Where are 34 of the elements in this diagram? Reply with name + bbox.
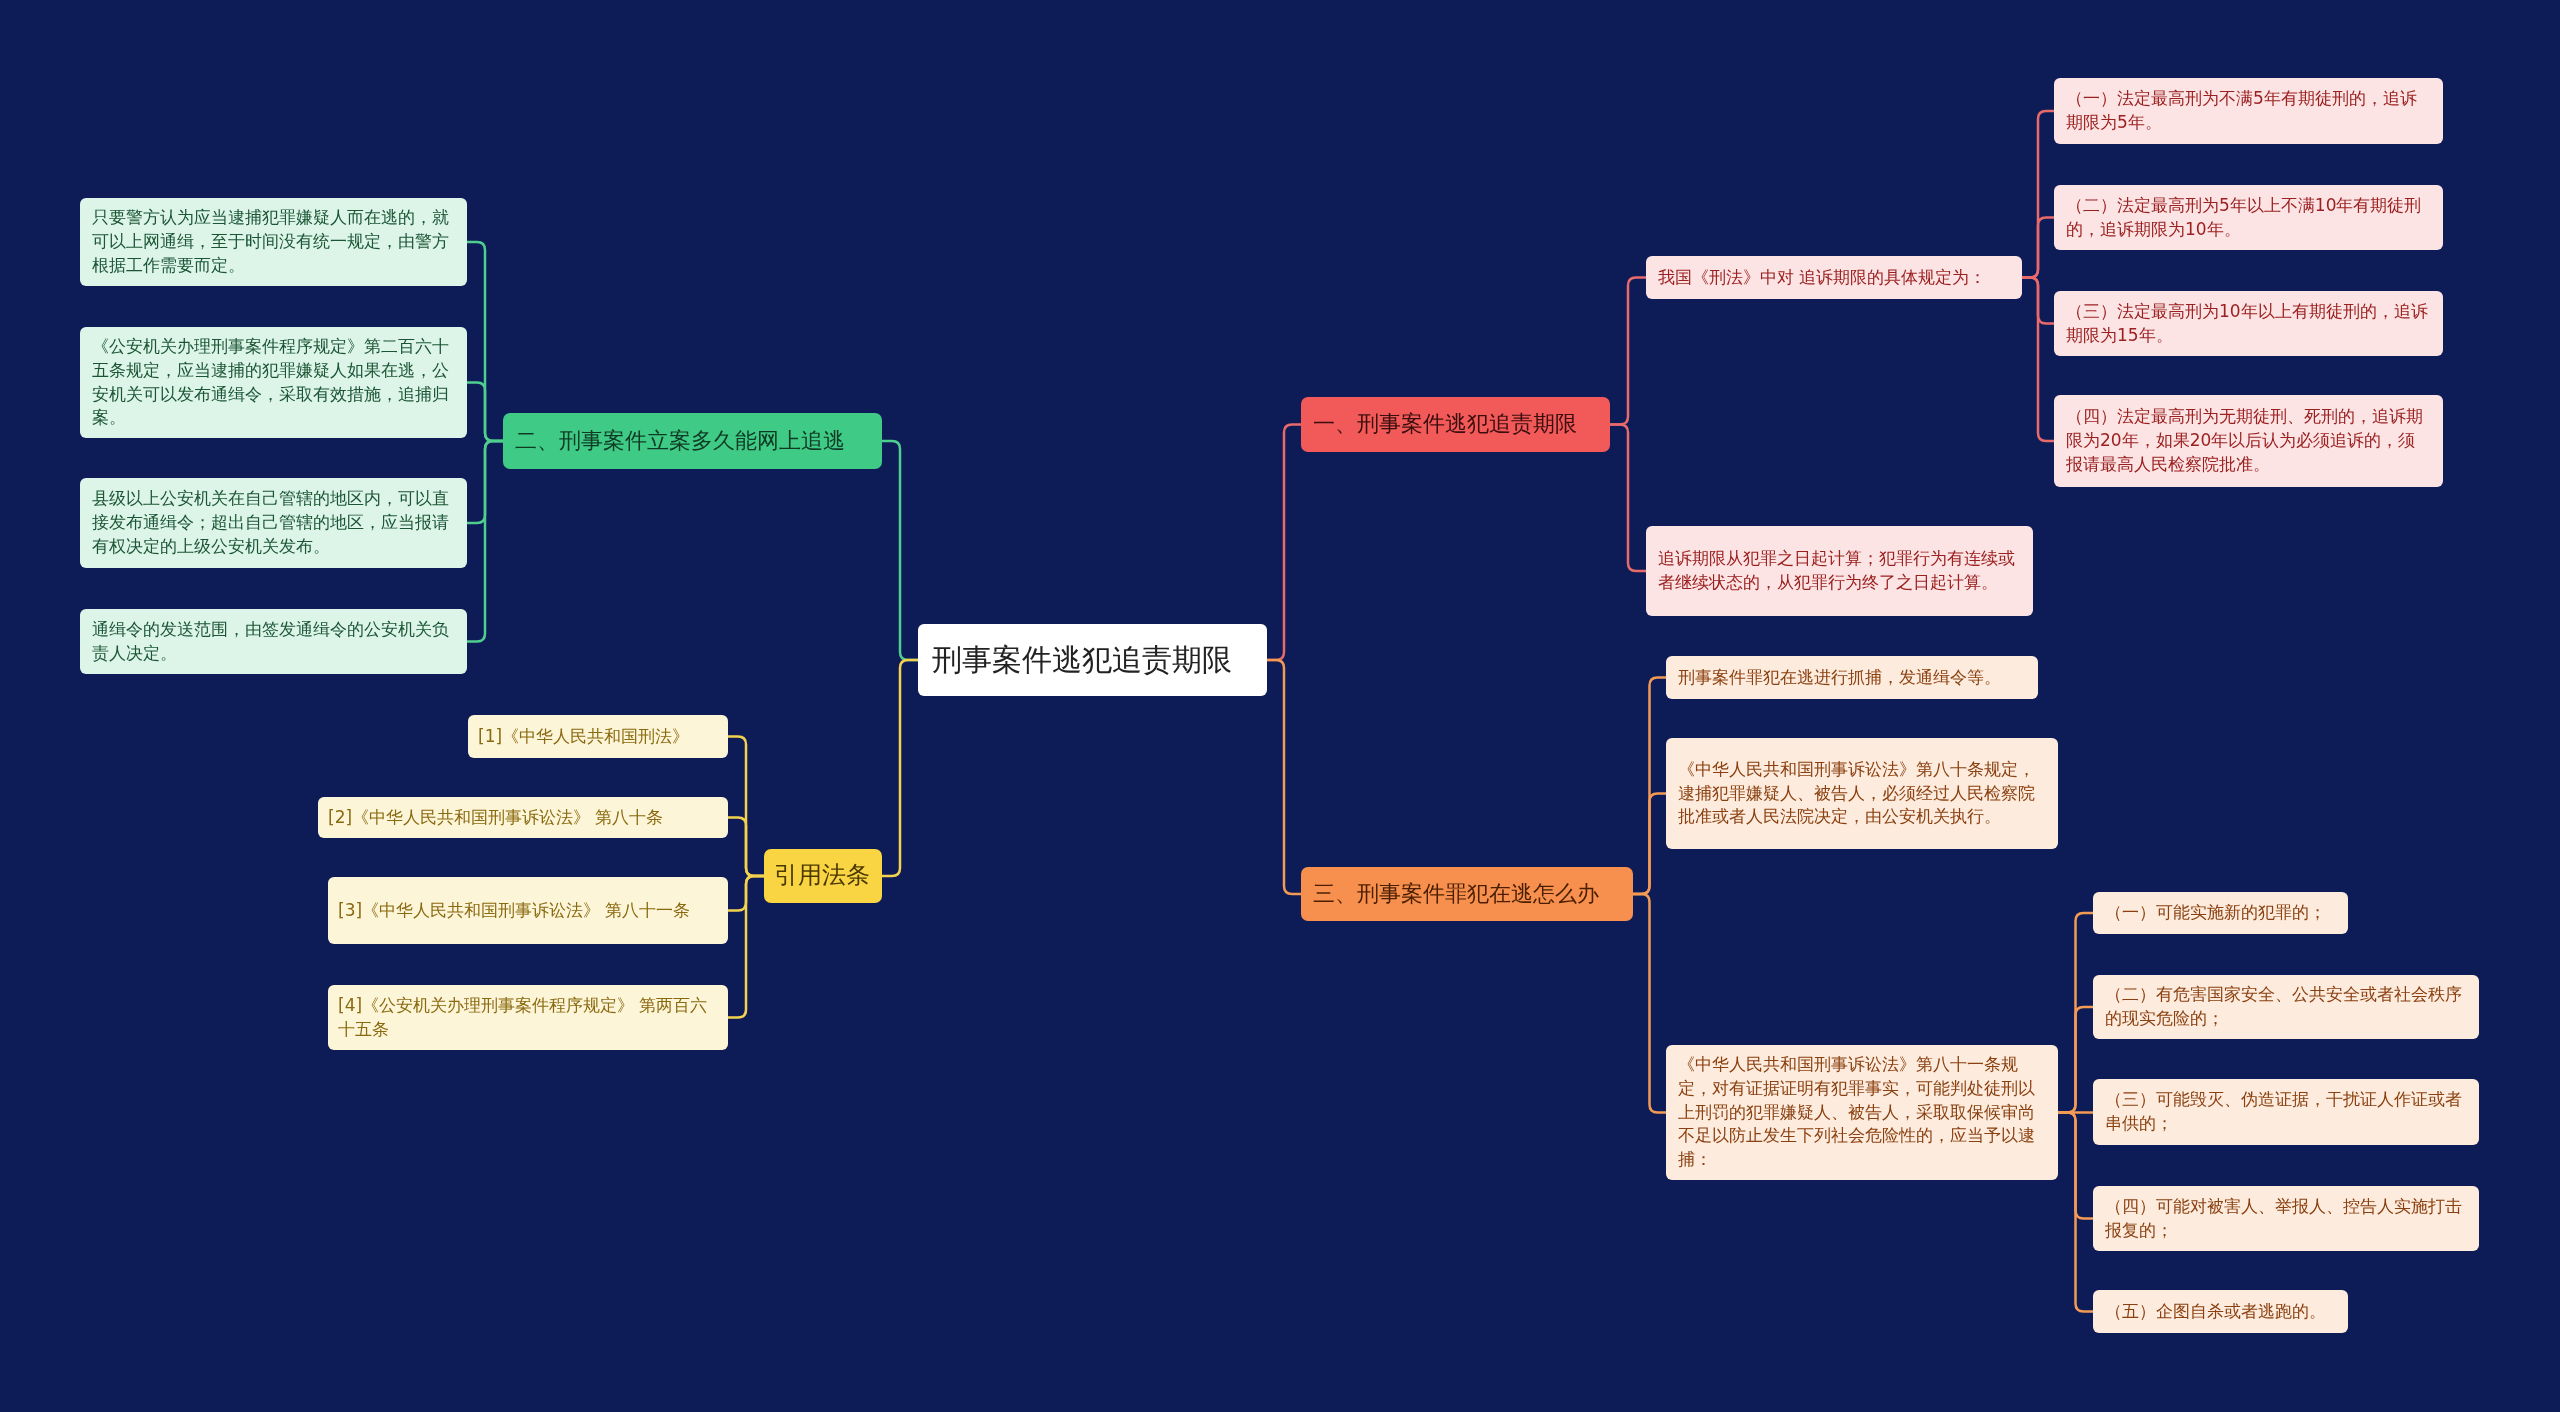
branch-topic: 引用法条	[764, 849, 882, 903]
subtopic-box: 《公安机关办理刑事案件程序规定》第二百六十五条规定，应当逮捕的犯罪嫌疑人如果在逃，公安机关可以发布通缉令，采取有效措施，追捕归案。	[80, 327, 467, 439]
subtopic-box: （一）可能实施新的犯罪的；	[2093, 892, 2348, 934]
subtopic-box: （二）有危害国家安全、公共安全或者社会秩序的现实危险的；	[2093, 975, 2479, 1039]
subtopic-box: （四）可能对被害人、举报人、控告人实施打击报复的；	[2093, 1186, 2479, 1251]
connector-line	[728, 874, 764, 1019]
subtopic-box: [1]《中华人民共和国刑法》	[468, 715, 728, 758]
subtopic-box: [3]《中华人民共和国刑事诉讼法》 第八十一条	[328, 877, 728, 944]
connector-line	[467, 439, 503, 643]
connector-line	[1610, 423, 1646, 573]
subtopic-box: （三）法定最高刑为10年以上有期徒刑的，追诉期限为15年。	[2054, 291, 2443, 356]
connector-line	[2022, 276, 2054, 443]
subtopic-box: 《中华人民共和国刑事诉讼法》第八十条规定，逮捕犯罪嫌疑人、被告人，必须经过人民检察院批准或者人民法院决定，由公安机关执行。	[1666, 738, 2058, 849]
subtopic-box: 追诉期限从犯罪之日起计算；犯罪行为有连续或者继续状态的，从犯罪行为终了之日起计算。	[1646, 526, 2033, 616]
subtopic-box: 我国《刑法》中对 追诉期限的具体规定为：	[1646, 256, 2022, 299]
branch-topic: 二、刑事案件立案多久能网上追逃	[503, 413, 882, 469]
branch-topic: 一、刑事案件逃犯追责期限	[1301, 397, 1610, 452]
subtopic-box: 通缉令的发送范围，由签发通缉令的公安机关负责人决定。	[80, 609, 467, 674]
subtopic-box: 《中华人民共和国刑事诉讼法》第八十一条规定，对有证据证明有犯罪事实，可能判处徒刑以上刑罚的犯罪嫌疑人、被告人，采取取保候审尚不足以防止发生下列社会危险性的，应当予以逮捕：	[1666, 1045, 2058, 1180]
central-topic: 刑事案件逃犯追责期限	[918, 624, 1267, 696]
subtopic-box: （五）企图自杀或者逃跑的。	[2093, 1290, 2348, 1333]
subtopic-box: 只要警方认为应当逮捕犯罪嫌疑人而在逃的，就可以上网通缉，至于时间没有统一规定，由警方根据工作需要而定。	[80, 198, 467, 286]
subtopic-box: [2]《中华人民共和国刑事诉讼法》 第八十条	[318, 797, 728, 838]
subtopic-box: （三）可能毁灭、伪造证据，干扰证人作证或者串供的；	[2093, 1079, 2479, 1145]
subtopic-box: [4]《公安机关办理刑事案件程序规定》 第两百六十五条	[328, 985, 728, 1050]
subtopic-box: 县级以上公安机关在自己管辖的地区内，可以直接发布通缉令；超出自己管辖的地区，应当报请有权决定的上级公安机关发布。	[80, 478, 467, 568]
subtopic-box: （四）法定最高刑为无期徒刑、死刑的，追诉期限为20年，如果20年以后认为必须追诉的，须报请最高人民检察院批准。	[2054, 395, 2443, 487]
subtopic-box: （二）法定最高刑为5年以上不满10年有期徒刑的，追诉期限为10年。	[2054, 185, 2443, 250]
branch-topic: 三、刑事案件罪犯在逃怎么办	[1301, 867, 1633, 921]
subtopic-box: （一）法定最高刑为不满5年有期徒刑的，追诉期限为5年。	[2054, 78, 2443, 144]
connector-line	[882, 658, 918, 878]
connector-line	[1267, 658, 1301, 896]
connector-line	[2058, 1111, 2093, 1313]
subtopic-box: 刑事案件罪犯在逃进行抓捕，发通缉令等。	[1666, 656, 2038, 699]
